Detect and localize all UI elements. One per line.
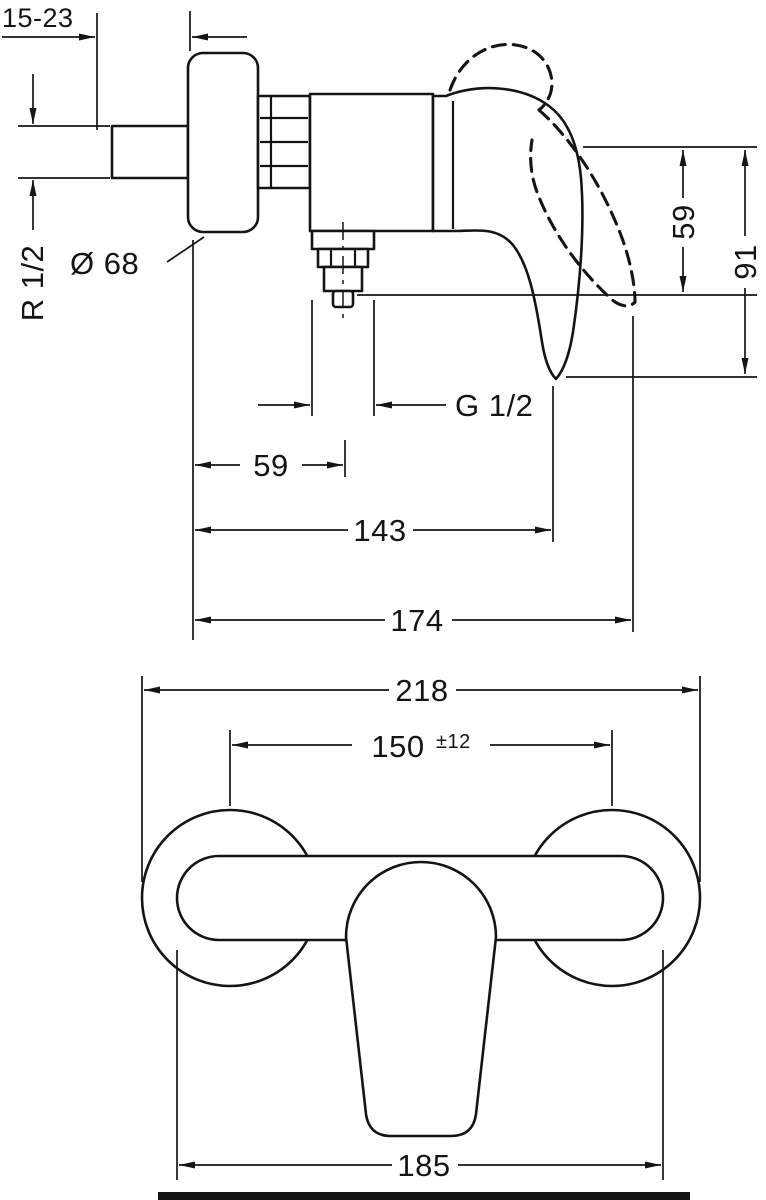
side-view [110, 42, 637, 381]
dim-label-escutcheon-diameter: Ø 68 [70, 246, 139, 281]
dim-label-handle-height: 59 [666, 204, 701, 239]
leader-line [166, 236, 205, 263]
valve-body-shape [308, 92, 435, 233]
dim-label-wall-distance: 15-23 [2, 3, 74, 33]
side-view-dimensions: 15-23 R 1/2 Ø 68 59 91 G 1/2 [2, 3, 763, 640]
dim-label-outlet-offset: 59 [253, 448, 288, 483]
dim-label-body-width: 185 [397, 1148, 450, 1183]
inlet-pipe-shape [110, 124, 190, 180]
handle-front-shape [344, 860, 498, 1138]
front-view-dimensions: 218 150 ±12 185 [141, 673, 701, 1183]
dim-label-projection-handle: 143 [353, 513, 406, 548]
escutcheon-plate-shape [186, 51, 260, 234]
dim-label-projection-overall: 174 [390, 603, 443, 638]
handle-shape [431, 86, 584, 381]
dim-label-outlet-thread: G 1/2 [455, 388, 533, 423]
handle-raised-dashed-blade [529, 108, 637, 308]
bottom-crop-line [158, 1192, 690, 1200]
dim-label-connection-distance: 150 [371, 729, 424, 764]
handle-raised-dashed-grip [448, 42, 554, 112]
front-view [140, 808, 702, 1138]
dim-label-inlet-thread: R 1/2 [15, 245, 50, 322]
dim-label-overall-height: 91 [728, 244, 763, 279]
dim-label-overall-width: 218 [395, 673, 448, 708]
dim-label-connection-tolerance: ±12 [436, 731, 471, 753]
